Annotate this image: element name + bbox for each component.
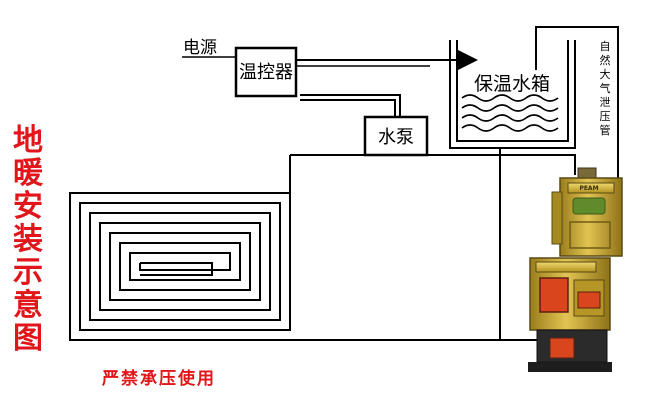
boiler-stove [528, 167, 623, 372]
insulated-tank [449, 40, 576, 155]
boiler-brand-label: PEAM [579, 185, 598, 192]
vent-label-char: 大 [599, 68, 611, 81]
page-title-vertical: 地暖安装示意图 [8, 124, 48, 355]
warning-text: 严禁承压使用 [102, 369, 216, 389]
title-char: 暖 [13, 156, 43, 191]
vent-label-char: 泄 [599, 96, 611, 109]
vent-label-char: 气 [599, 82, 611, 95]
vent-pipe-label: 自然大气泄压管 [596, 40, 614, 138]
title-char: 示 [13, 255, 43, 290]
pump-label: 水泵 [378, 127, 414, 148]
sensor-arrow-line [297, 50, 478, 70]
vent-label-char: 压 [599, 110, 611, 123]
tank-water-waves [461, 94, 559, 132]
floor-heating-coil [69, 155, 291, 341]
vent-label-char: 然 [599, 54, 611, 67]
title-char: 图 [13, 321, 43, 356]
title-char: 安 [13, 189, 43, 224]
tank-label: 保温水箱 [474, 73, 550, 95]
vent-label-char: 管 [599, 124, 611, 137]
title-char: 地 [13, 123, 43, 158]
thermostat-box [234, 46, 298, 98]
title-char: 装 [13, 222, 43, 257]
thermostat-label: 温控器 [239, 62, 293, 83]
pump-box [363, 115, 429, 157]
vent-label-char: 自 [599, 40, 611, 53]
title-char: 意 [13, 288, 43, 323]
power-label: 电源 [183, 38, 217, 58]
